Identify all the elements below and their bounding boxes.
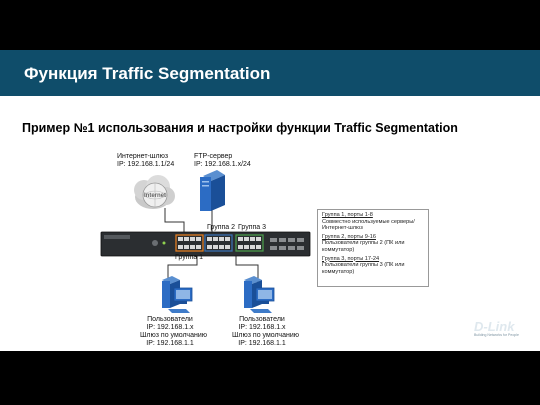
legend-group3-title: Группа 3, порты 17-24 xyxy=(322,255,380,262)
ftp-name: FTP-сервер xyxy=(194,153,233,160)
ftp-ip: IP: 192.168.1.x/24 xyxy=(194,161,251,168)
switch-power-led xyxy=(152,240,158,246)
users-left-title: Пользователи xyxy=(147,316,193,323)
legend-group3-line2: коммутатор) xyxy=(322,268,355,275)
group1-label: Группа 1 xyxy=(175,254,204,261)
group2-label: Группа 2 xyxy=(207,224,236,231)
legend-group1-title: Группа 1, порты 1-8 xyxy=(322,212,373,218)
slide-title: Функция Traffic Segmentation xyxy=(24,64,271,83)
users-right-gw-ip: IP: 192.168.1.1 xyxy=(238,340,286,347)
gateway-name: Интернет-шлюз xyxy=(117,153,169,160)
legend-group1-line2: Интернет-шлюз xyxy=(322,225,363,232)
logo-text: D-Link xyxy=(474,319,515,334)
slide-subtitle: Пример №1 использования и настройки функ… xyxy=(22,121,458,135)
users-right-gw-label: Шлюз по умолчанию xyxy=(232,332,300,339)
link-users-left xyxy=(167,255,198,283)
dlink-logo: D-Link Building Networks for People xyxy=(474,319,534,337)
legend-group2-line2: коммутатор) xyxy=(322,246,355,253)
users-left-ip: IP: 192.168.1.x xyxy=(146,324,194,331)
group1-outline xyxy=(175,234,204,252)
connection-lines xyxy=(164,208,259,283)
internet-cloud-icon: Internet xyxy=(134,175,175,209)
group3-label: Группа 3 xyxy=(238,224,267,231)
group2-outline xyxy=(204,234,233,252)
content-area xyxy=(0,96,540,351)
title-bar xyxy=(0,50,540,96)
pc-right-icon xyxy=(244,276,275,313)
legend-group3-line1: Пользователи группы 3 (ПК или xyxy=(322,262,405,269)
pc-left-icon xyxy=(162,276,193,313)
legend-group1-line1: Совместно используемые серверы/ xyxy=(322,218,415,225)
ftp-server-icon xyxy=(200,170,225,211)
legend-group2-title: Группа 2, порты 9-16 xyxy=(322,233,376,240)
users-left-gw-label: Шлюз по умолчанию xyxy=(140,332,208,339)
gateway-ip: IP: 192.168.1.1/24 xyxy=(117,161,175,168)
gateway-label: Интернет-шлюз IP: 192.168.1.1/24 xyxy=(117,153,174,169)
group3-outline xyxy=(235,234,264,252)
users-left-gw-ip: IP: 192.168.1.1 xyxy=(146,340,194,347)
users-right-title: Пользователи xyxy=(239,316,285,323)
groups-legend: Группа 1, порты 1-8 Совместно используем… xyxy=(317,209,429,287)
logo-tagline: Building Networks for People xyxy=(474,333,519,337)
users-right-ip: IP: 192.168.1.x xyxy=(238,324,286,331)
users-right-label: Пользователи IP: 192.168.1.x Шлюз по умо… xyxy=(232,316,300,348)
ftp-label: FTP-сервер IP: 192.168.1.x/24 xyxy=(194,153,251,169)
users-left-label: Пользователи IP: 192.168.1.x Шлюз по умо… xyxy=(140,316,208,348)
switch-brand-plate xyxy=(104,235,130,239)
internet-label: Internet xyxy=(144,193,166,199)
link-users-right xyxy=(235,255,259,283)
legend-group2-line1: Пользователи группы 2 (ПК или xyxy=(322,240,405,247)
switch-device xyxy=(100,231,311,257)
link-gateway xyxy=(164,208,185,232)
